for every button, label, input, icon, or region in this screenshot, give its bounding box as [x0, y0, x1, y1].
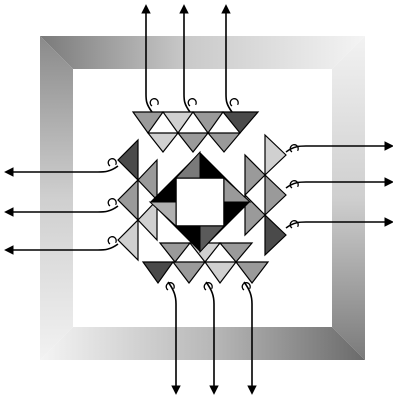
frame-top [40, 36, 365, 69]
frame-left [40, 36, 73, 360]
core-square [176, 178, 224, 226]
frame-right [332, 36, 365, 360]
frame-bottom [40, 327, 365, 360]
